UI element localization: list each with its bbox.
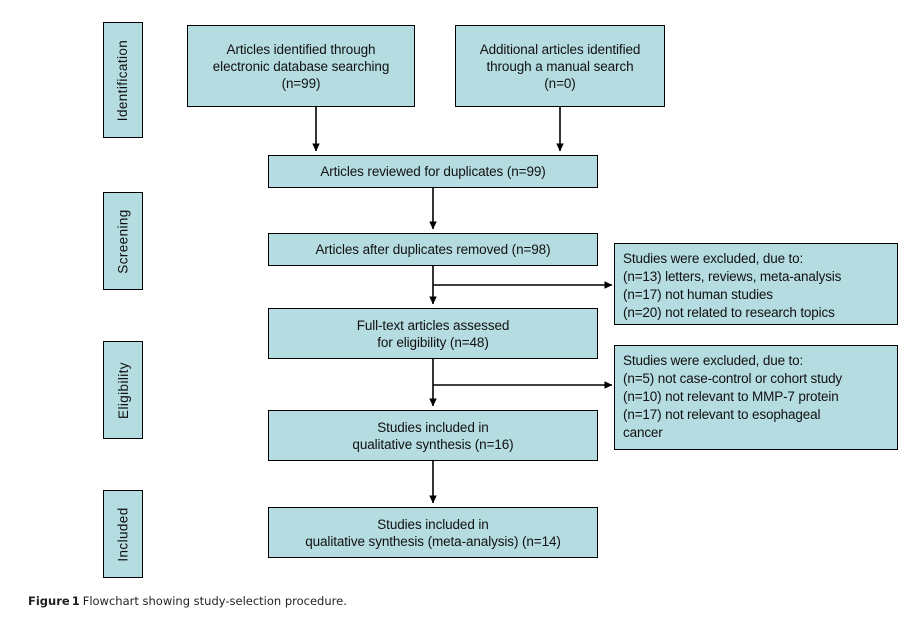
node-full-text-articles-assessed: Full-text articles assessed for eligibil… <box>268 308 598 359</box>
node-line: Full-text articles assessed <box>356 317 510 333</box>
figure-caption-lead: Figure <box>28 594 70 608</box>
stage-label-identification: Identification <box>103 22 143 138</box>
node-articles-after-duplicates-removed: Articles after duplicates removed (n=98) <box>268 233 598 266</box>
node-exclusions-eligibility: Studies were excluded, due to: (n=5) not… <box>614 345 898 450</box>
node-line: through a manual search <box>486 58 634 74</box>
stage-label-eligibility-text: Eligibility <box>115 361 131 419</box>
exclusion-line: (n=20) not related to research topics <box>623 305 835 321</box>
stage-label-screening-text: Screening <box>115 208 131 274</box>
node-studies-included-qualitative: Studies included in qualitative synthesi… <box>268 410 598 461</box>
node-studies-included-meta-analysis: Studies included in qualitative synthesi… <box>268 507 598 558</box>
stage-label-identification-text: Identification <box>115 39 131 121</box>
exclusion-line: (n=17) not human studies <box>623 287 773 303</box>
stage-label-included-text: Included <box>115 506 131 562</box>
node-line: for eligibility (n=48) <box>377 334 489 350</box>
node-line: (n=0) <box>544 75 576 91</box>
figure-caption-number: 1 <box>71 594 80 608</box>
node-line: Additional articles identified <box>479 41 641 57</box>
node-exclusions-screening: Studies were excluded, due to: (n=13) le… <box>614 243 898 325</box>
exclusion-line: Studies were excluded, due to: <box>623 251 804 266</box>
exclusion-line: (n=17) not relevant to esophageal <box>623 407 821 423</box>
node-articles-identified-manual: Additional articles identified through a… <box>455 25 665 107</box>
node-articles-reviewed-duplicates: Articles reviewed for duplicates (n=99) <box>268 155 598 188</box>
node-line: qualitative synthesis (meta-analysis) (n… <box>305 533 561 549</box>
node-line: Articles reviewed for duplicates (n=99) <box>320 164 546 179</box>
exclusion-line: cancer <box>623 425 663 441</box>
node-articles-identified-database: Articles identified through electronic d… <box>187 25 415 107</box>
node-line: electronic database searching <box>212 58 390 74</box>
node-line: Studies included in <box>377 516 489 532</box>
stage-label-screening: Screening <box>103 192 143 290</box>
node-line: (n=99) <box>281 75 321 91</box>
figure-caption-text: Flowchart showing study-selection proced… <box>82 594 347 608</box>
stage-label-eligibility: Eligibility <box>103 341 143 439</box>
node-line: Studies included in <box>377 419 489 435</box>
exclusion-line: (n=5) not case-control or cohort study <box>623 371 843 387</box>
exclusion-line: (n=10) not relevant to MMP-7 protein <box>623 389 839 405</box>
stage-label-included: Included <box>103 490 143 578</box>
exclusion-line: (n=13) letters, reviews, meta-analysis <box>623 269 842 285</box>
node-line: Articles identified through <box>226 41 376 57</box>
node-line: qualitative synthesis (n=16) <box>352 436 514 452</box>
exclusion-line: Studies were excluded, due to: <box>623 353 804 368</box>
node-line: Articles after duplicates removed (n=98) <box>315 242 551 257</box>
